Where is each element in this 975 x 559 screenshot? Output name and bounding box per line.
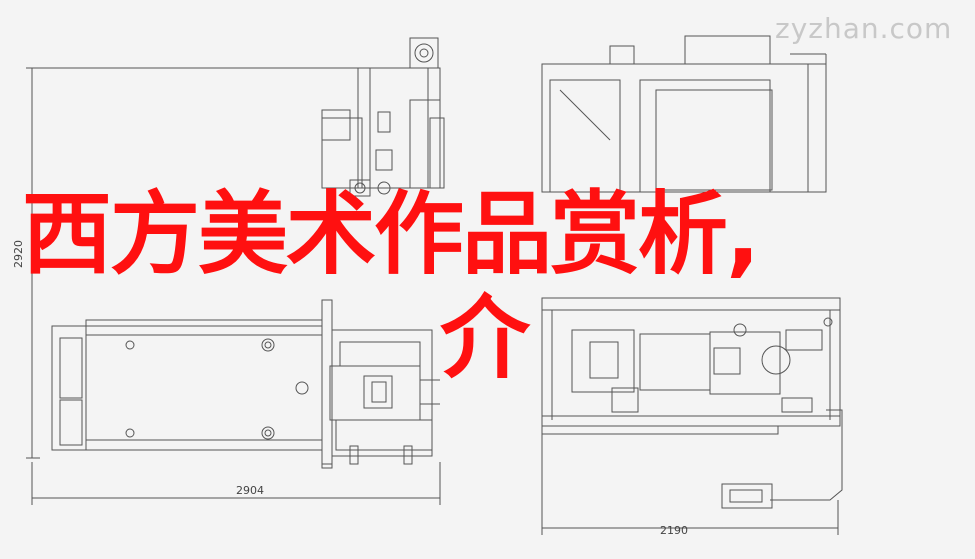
- right-machine-base: [541, 297, 841, 435]
- left-width-label: 2904: [236, 484, 264, 497]
- right-width-label: 2190: [660, 524, 688, 537]
- left-machine-base: [51, 299, 333, 469]
- overlay-title-line1: 西方美术作品赏析,: [22, 182, 760, 287]
- left-width-dimension: [31, 462, 441, 505]
- left-machine-column: [321, 37, 445, 197]
- right-width-dimension: [541, 434, 839, 535]
- overlay-title-line2: 介: [440, 286, 530, 391]
- left-height-dimension: [26, 67, 360, 459]
- left-lower-mechanism: [295, 329, 440, 465]
- right-machine-top: [541, 35, 827, 193]
- left-height-label: 2920: [12, 240, 25, 268]
- right-cable-assembly: [721, 409, 843, 509]
- watermark-text: zyzhan.com: [775, 12, 953, 45]
